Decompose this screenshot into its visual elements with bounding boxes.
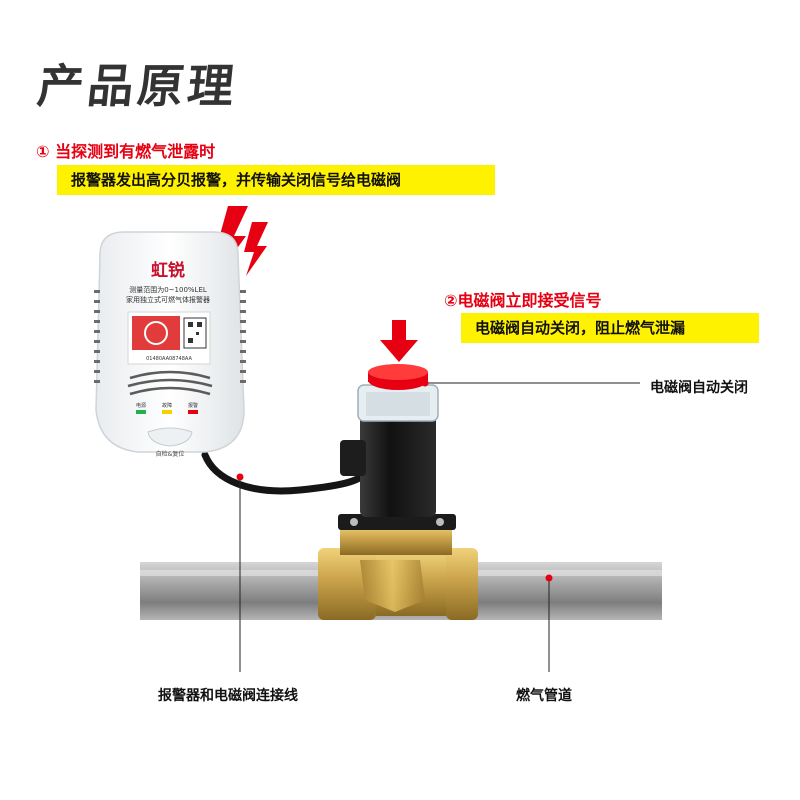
power-indicator-icon	[136, 410, 146, 414]
indicator-label-power: 电源	[136, 402, 146, 409]
speaker-grille	[127, 370, 213, 396]
alarm-indicator-icon	[188, 410, 198, 414]
fault-indicator-icon	[162, 410, 172, 414]
indicator-label-fault: 故障	[162, 402, 172, 409]
pipe-callout-label: 燃气管道	[516, 688, 572, 704]
gas-detector	[94, 231, 246, 453]
valve-outlet-nut	[446, 548, 478, 620]
valve-cable-port	[340, 440, 366, 476]
step2-description: 电磁阀自动关闭，阻止燃气泄漏	[461, 313, 759, 343]
detector-serial: 01480AA08748AA	[146, 356, 192, 362]
solenoid-valve	[318, 364, 478, 620]
step1-heading: ① 当探测到有燃气泄露时	[36, 142, 216, 161]
callout-lines	[236, 379, 640, 672]
valve-callout-label: 电磁阀自动关闭	[650, 380, 748, 396]
indicator-label-alarm: 报警	[188, 402, 198, 409]
pipe-callout-dot	[545, 574, 553, 582]
detector-product-type: 家用独立式可燃气体报警器	[126, 295, 210, 304]
detector-brand: 虹锐	[151, 260, 185, 281]
connection-cable	[201, 451, 374, 495]
valve-callout-dot	[421, 379, 429, 387]
qr-code	[183, 317, 207, 349]
step2-heading: ②电磁阀立即接受信号	[444, 291, 602, 310]
reset-button-label: 自检&复位	[156, 450, 185, 458]
valve-coil-housing	[360, 415, 436, 517]
page-title: 产品原理	[34, 59, 241, 113]
step1-description: 报警器发出高分贝报警，并传输关闭信号给电磁阀	[57, 165, 495, 195]
reset-button	[147, 427, 193, 447]
cable-callout-dot	[236, 473, 244, 481]
down-arrow-icon	[380, 320, 418, 362]
detector-range: 测量范围为0~100%LEL	[129, 285, 207, 294]
cable-callout-label: 报警器和电磁阀连接线	[158, 688, 298, 704]
